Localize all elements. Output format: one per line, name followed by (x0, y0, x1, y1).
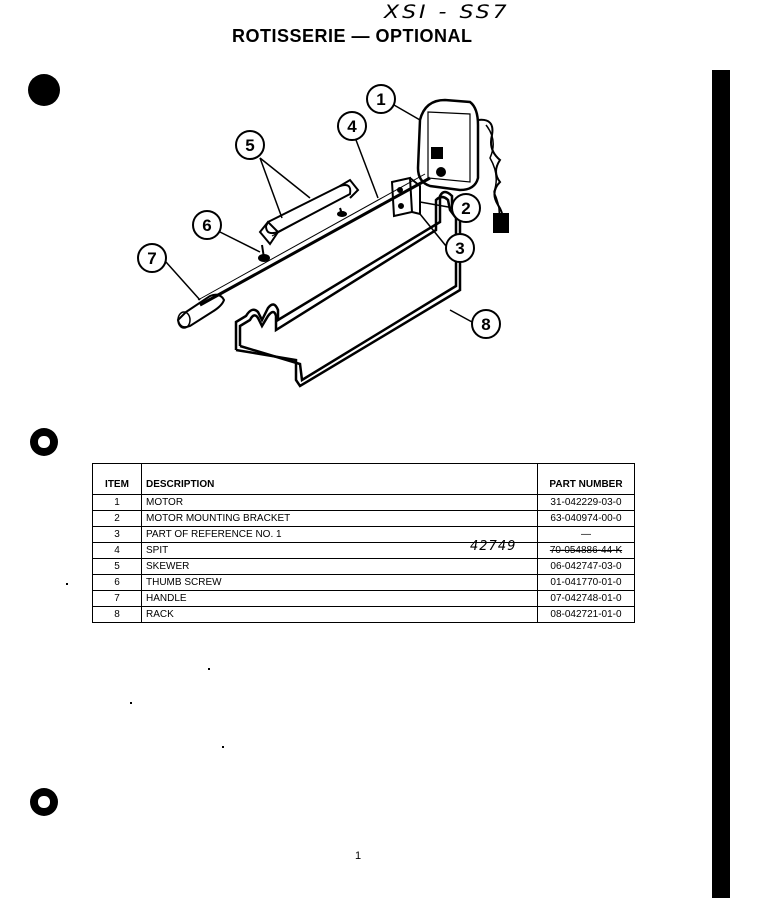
part-number-cell: 01-041770-01-0 (537, 574, 635, 591)
callout-3 (445, 233, 475, 263)
item-cell: 6 (92, 574, 142, 591)
item-cell: 3 (92, 526, 142, 543)
description-cell: SKEWER (141, 558, 538, 575)
item-cell: 2 (92, 510, 142, 527)
callout-label: 2 (461, 199, 470, 218)
table-row: 6 THUMB SCREW 01-041770-01-0 (92, 574, 635, 591)
table-header-row: ITEM DESCRIPTION PART NUMBER (92, 463, 635, 495)
item-cell: 4 (92, 542, 142, 559)
callout-label: 5 (245, 136, 254, 155)
table-row: 8 RACK 08-042721-01-0 (92, 606, 635, 623)
callout-4 (337, 111, 367, 141)
table-row: 4 SPIT 70-054886-44-K (92, 542, 635, 559)
callout-7 (137, 243, 167, 273)
scan-edge-shadow (712, 70, 730, 898)
description-cell: THUMB SCREW (141, 574, 538, 591)
description-cell: HANDLE (141, 590, 538, 607)
handwritten-model-code: XSI - SS7 (384, 1, 510, 24)
table-row: 3 PART OF REFERENCE NO. 1 — (92, 526, 635, 543)
column-header-description: DESCRIPTION (141, 463, 538, 495)
part-number-cell: 08-042721-01-0 (537, 606, 635, 623)
item-cell: 7 (92, 590, 142, 607)
part-number-cell: 06-042747-03-0 (537, 558, 635, 575)
description-cell: MOTOR MOUNTING BRACKET (141, 510, 538, 527)
item-cell: 8 (92, 606, 142, 623)
callout-6 (192, 210, 222, 240)
callout-8 (471, 309, 501, 339)
description-cell: MOTOR (141, 494, 538, 511)
part-number-cell: 07-042748-01-0 (537, 590, 635, 607)
scan-speck (208, 668, 210, 670)
callout-label: 3 (455, 239, 464, 258)
table-row: 2 MOTOR MOUNTING BRACKET 63-040974-00-0 (92, 510, 635, 527)
callout-1 (366, 84, 396, 114)
page-title: ROTISSERIE — OPTIONAL (232, 26, 473, 46)
binder-hole-top (28, 74, 60, 106)
page-number: 1 (355, 850, 362, 862)
handwritten-part-number: 42749 (470, 539, 517, 554)
scan-speck (222, 746, 224, 748)
scan-speck (66, 583, 68, 585)
callout-2 (451, 193, 481, 223)
table-row: 7 HANDLE 07-042748-01-0 (92, 590, 635, 607)
spit-drawing (197, 173, 431, 307)
callout-label: 8 (481, 315, 490, 334)
callout-label: 6 (202, 216, 211, 235)
scan-speck (130, 702, 132, 704)
parts-table: ITEM DESCRIPTION PART NUMBER 1 MOTOR 31-… (92, 463, 635, 623)
callout-label: 1 (376, 90, 385, 109)
description-cell: RACK (141, 606, 538, 623)
item-cell: 1 (92, 494, 142, 511)
binder-hole-middle (30, 428, 58, 456)
callout-5 (235, 130, 265, 160)
column-header-part-number: PART NUMBER (537, 463, 635, 495)
part-number-cell: — (537, 526, 635, 543)
item-cell: 5 (92, 558, 142, 575)
struck-part-number: 70-054886-44-K (549, 545, 623, 556)
thumb-screw-drawing (258, 207, 347, 262)
skewer-drawing (258, 178, 360, 246)
callout-label: 7 (147, 249, 156, 268)
rack-drawing (234, 190, 462, 388)
column-header-item: ITEM (92, 463, 142, 495)
part-number-cell-struck: 70-054886-44-K (537, 542, 635, 559)
part-number-cell: 63-040974-00-0 (537, 510, 635, 527)
leader-lines (165, 104, 473, 323)
callout-label: 4 (347, 117, 357, 136)
binder-hole-bottom (30, 788, 58, 816)
part-number-cell: 31-042229-03-0 (537, 494, 635, 511)
handle-drawing (176, 293, 226, 329)
table-row: 5 SKEWER 06-042747-03-0 (92, 558, 635, 575)
table-row: 1 MOTOR 31-042229-03-0 (92, 494, 635, 511)
